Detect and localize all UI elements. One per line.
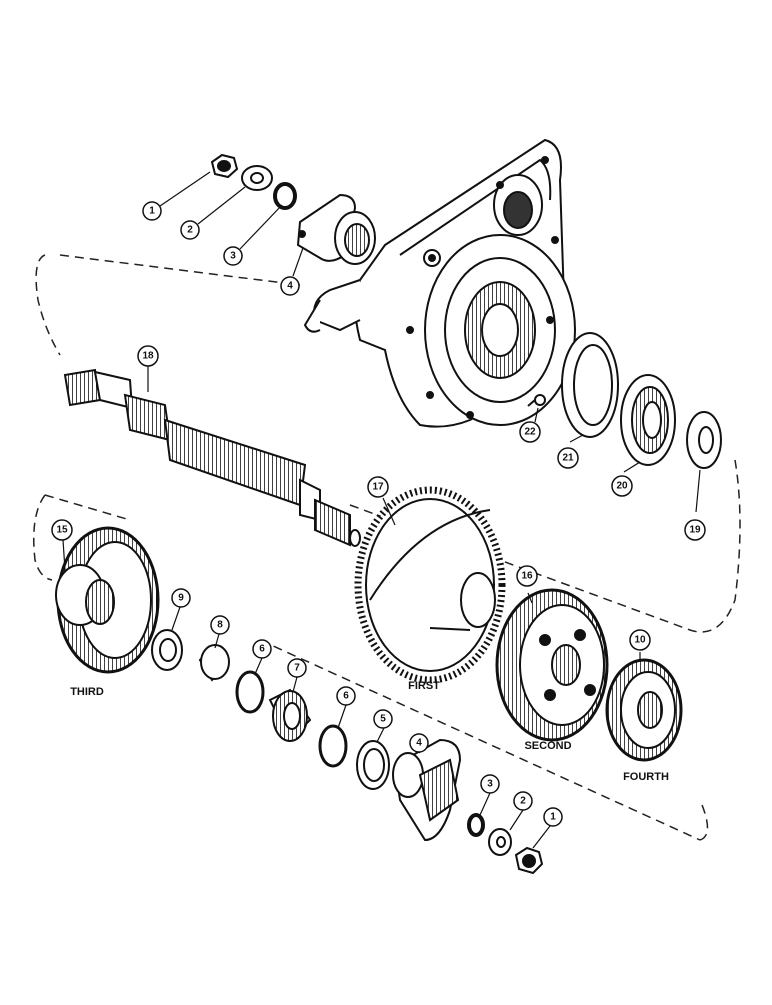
callout-3-top: 3 <box>223 246 243 266</box>
callout-number: 2 <box>520 796 526 807</box>
gear-label-fourth: FOURTH <box>623 771 669 783</box>
callout-number: 15 <box>56 525 68 536</box>
callout-2-bottom: 2 <box>513 791 533 811</box>
callout-number: 6 <box>259 644 265 655</box>
callout-number: 17 <box>372 482 384 493</box>
callout-10: 10 <box>629 629 651 651</box>
gear-label-first: FIRST <box>408 680 440 692</box>
washer-part-2-bottom <box>488 828 512 856</box>
callout-number: 16 <box>521 571 533 582</box>
callout-16: 16 <box>516 565 538 587</box>
callout-2-top: 2 <box>180 220 200 240</box>
washer-part-5 <box>356 740 390 790</box>
callout-17: 17 <box>367 476 389 498</box>
callout-21: 21 <box>557 447 579 469</box>
bolt-part-22 <box>527 394 546 407</box>
callout-4-top: 4 <box>280 276 300 296</box>
callout-1-bottom: 1 <box>543 807 563 827</box>
callout-20: 20 <box>611 475 633 497</box>
callout-7: 7 <box>287 658 307 678</box>
callout-8: 8 <box>210 615 230 635</box>
fourth-gear-part-10 <box>605 658 683 762</box>
callout-number: 5 <box>380 714 386 725</box>
callout-22: 22 <box>519 421 541 443</box>
gear-label-third: THIRD <box>70 686 104 698</box>
snap-ring-part-3-top <box>273 182 297 210</box>
snap-ring-part-3-bottom <box>467 813 485 837</box>
callout-number: 19 <box>689 525 701 536</box>
first-gear-part-17 <box>354 486 506 684</box>
callout-4-bottom: 4 <box>409 733 429 753</box>
callout-number: 3 <box>487 779 493 790</box>
lower-dashed-guide <box>33 494 709 841</box>
snap-ring-part-6-left <box>235 670 265 714</box>
third-gear-part-15 <box>55 526 160 674</box>
callout-15: 15 <box>51 519 73 541</box>
callout-number: 6 <box>343 691 349 702</box>
callout-number: 20 <box>616 481 628 492</box>
yoke-part-4-top <box>296 193 376 265</box>
seal-part-21 <box>561 332 619 438</box>
washer-part-9 <box>151 629 183 671</box>
callout-3-bottom: 3 <box>480 774 500 794</box>
needle-bearing-part-7 <box>268 688 312 742</box>
gear-label-second: SECOND <box>524 740 571 752</box>
callout-number: 18 <box>142 351 154 362</box>
nut-part-1-top <box>210 153 239 179</box>
callout-6-left: 6 <box>252 639 272 659</box>
callout-18: 18 <box>137 345 159 367</box>
callout-19: 19 <box>684 519 706 541</box>
callout-number: 4 <box>416 738 422 749</box>
callout-9: 9 <box>171 588 191 608</box>
callout-number: 7 <box>294 663 300 674</box>
nut-part-1-bottom <box>514 846 544 875</box>
callout-number: 8 <box>217 620 223 631</box>
callout-number: 2 <box>187 225 193 236</box>
callout-number: 22 <box>524 427 536 438</box>
callout-number: 1 <box>149 206 155 217</box>
callout-number: 10 <box>634 635 646 646</box>
callout-1-top: 1 <box>142 201 162 221</box>
yoke-part-4-bottom <box>392 738 462 842</box>
callout-5: 5 <box>373 709 393 729</box>
callout-number: 3 <box>230 251 236 262</box>
callout-number: 9 <box>178 593 184 604</box>
main-shaft-part-18 <box>63 368 361 547</box>
sleeve-part-8 <box>198 644 230 682</box>
callout-number: 1 <box>550 812 556 823</box>
upper-dashed-guide <box>35 254 741 633</box>
snap-ring-part-6-right <box>318 724 348 768</box>
callout-number: 21 <box>562 453 574 464</box>
second-gear-part-16 <box>495 588 609 742</box>
transmission-housing <box>303 138 576 428</box>
callout-number: 4 <box>287 281 293 292</box>
washer-part-19 <box>686 411 722 469</box>
washer-part-2-top <box>241 165 273 191</box>
callout-6-right: 6 <box>336 686 356 706</box>
bearing-part-20 <box>620 374 676 466</box>
